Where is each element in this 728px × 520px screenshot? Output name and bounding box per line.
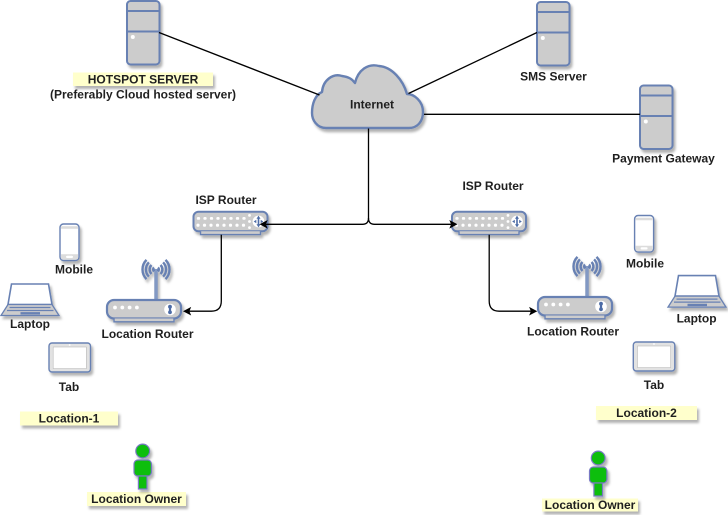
svg-text:Mobile: Mobile — [55, 263, 93, 277]
svg-text:Tab: Tab — [644, 378, 664, 392]
svg-text:Location-1: Location-1 — [39, 412, 100, 426]
svg-text:Location Owner: Location Owner — [91, 492, 182, 506]
svg-text:Laptop: Laptop — [10, 317, 50, 331]
svg-text:ISP Router: ISP Router — [195, 193, 256, 207]
svg-text:Mobile: Mobile — [626, 257, 664, 271]
svg-text:Location Router: Location Router — [527, 325, 619, 339]
svg-text:(Preferably Cloud hosted serve: (Preferably Cloud hosted server) — [50, 88, 236, 102]
svg-text:Location Router: Location Router — [102, 327, 194, 341]
svg-text:SMS Server: SMS Server — [520, 70, 587, 84]
svg-text:Location Owner: Location Owner — [545, 498, 636, 512]
svg-text:Tab: Tab — [59, 380, 79, 394]
svg-text:Internet: Internet — [350, 98, 394, 112]
svg-text:Location-2: Location-2 — [616, 406, 677, 420]
svg-text:Laptop: Laptop — [677, 312, 717, 326]
svg-text:Payment Gateway: Payment Gateway — [612, 152, 715, 166]
svg-text:HOTSPOT SERVER: HOTSPOT SERVER — [88, 73, 199, 87]
svg-text:ISP Router: ISP Router — [462, 179, 523, 193]
